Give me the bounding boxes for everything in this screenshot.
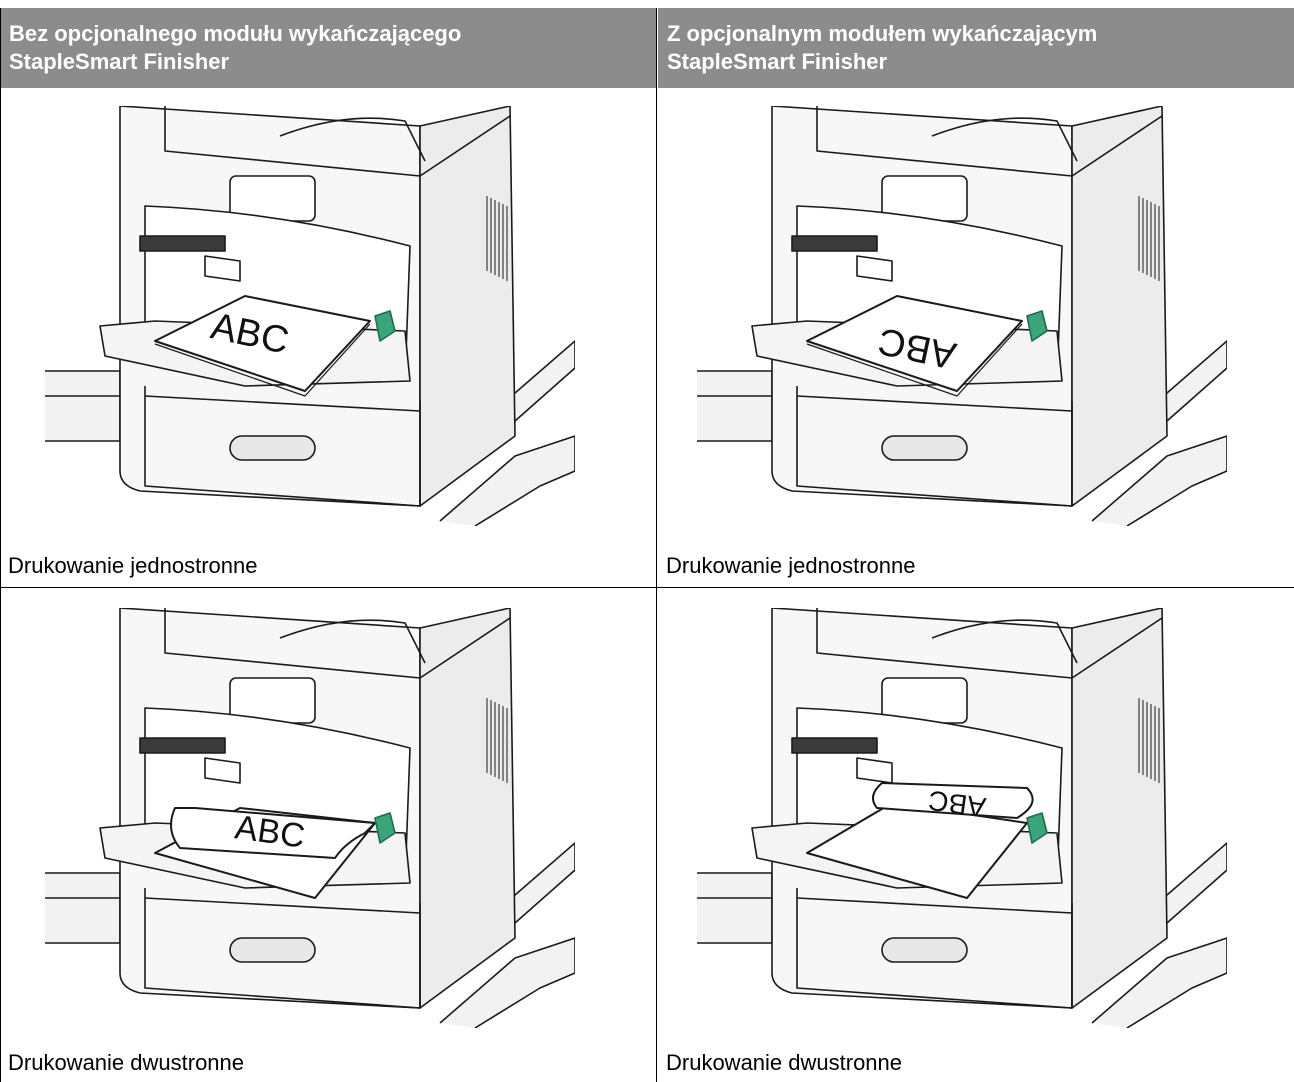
printer-linework bbox=[45, 106, 575, 526]
printer-linework bbox=[45, 608, 575, 1028]
printer-illustration-double-sided: ABC bbox=[45, 608, 575, 1028]
feeder-slot bbox=[140, 738, 225, 753]
feeder-slot bbox=[140, 236, 225, 251]
left-stand bbox=[697, 371, 772, 441]
printer-linework bbox=[697, 106, 1227, 526]
tray-handle bbox=[230, 938, 315, 962]
left-stand bbox=[45, 873, 120, 943]
header-with-finisher: Z opcjonalnym modułem wykańczającym Stap… bbox=[658, 8, 1294, 88]
width-guide bbox=[857, 758, 892, 783]
left-stand bbox=[697, 873, 772, 943]
cell-double-sided-no-finisher: ABC Drukowanie dwustronne bbox=[0, 588, 656, 1082]
width-guide bbox=[857, 256, 892, 281]
cell-caption: Drukowanie jednostronne bbox=[666, 553, 916, 579]
printer-illustration-single-sided: ABC bbox=[697, 106, 1227, 526]
feeder-slot bbox=[792, 738, 877, 753]
width-guide bbox=[205, 256, 240, 281]
header-line-1: Z opcjonalnym modułem wykańczającym bbox=[667, 20, 1294, 48]
header-line-1: Bez opcjonalnego modułu wykańczającego bbox=[9, 20, 656, 48]
header-without-finisher: Bez opcjonalnego modułu wykańczającego S… bbox=[0, 8, 656, 88]
width-guide bbox=[205, 758, 240, 783]
cell-caption: Drukowanie dwustronne bbox=[8, 1050, 244, 1076]
tray-handle bbox=[882, 938, 967, 962]
printer-illustration-single-sided: ABC bbox=[45, 106, 575, 526]
cell-caption: Drukowanie dwustronne bbox=[666, 1050, 902, 1076]
cell-double-sided-with-finisher: ABC Drukowanie dwustronne bbox=[657, 588, 1294, 1082]
feeder-slot bbox=[792, 236, 877, 251]
cell-single-sided-with-finisher: ABC Drukowanie jednostronne bbox=[657, 88, 1294, 587]
header-line-2: StapleSmart Finisher bbox=[9, 48, 656, 76]
cell-caption: Drukowanie jednostronne bbox=[8, 553, 258, 579]
printer-illustration-double-sided: ABC bbox=[697, 608, 1227, 1028]
tray-handle bbox=[230, 436, 315, 460]
tray-handle bbox=[882, 436, 967, 460]
left-stand bbox=[45, 371, 120, 441]
cell-single-sided-no-finisher: ABC Drukowanie jednostronne bbox=[0, 88, 656, 587]
header-line-2: StapleSmart Finisher bbox=[667, 48, 1294, 76]
